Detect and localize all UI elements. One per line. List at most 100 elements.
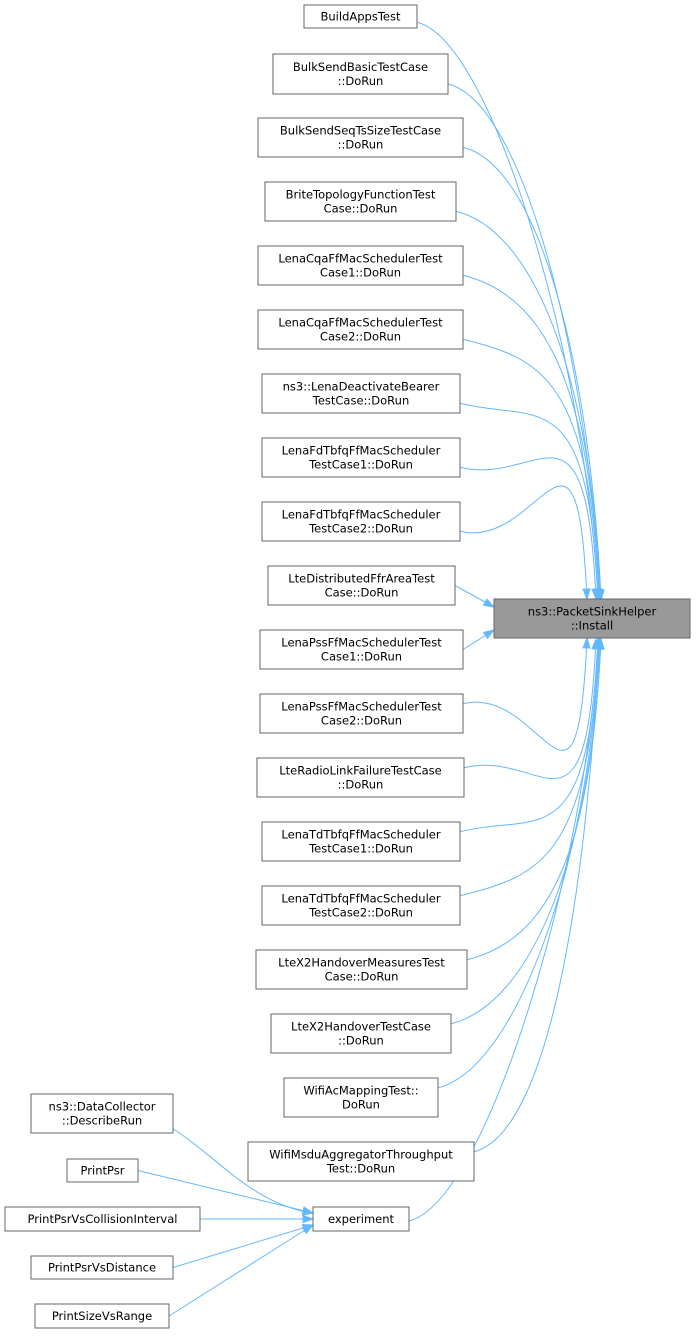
edge-line [416, 21, 599, 601]
node-label: LteX2HandoverMeasuresTest [278, 956, 445, 970]
node-box [256, 757, 465, 798]
node-box [34, 1303, 170, 1329]
node-printpsrcollision[interactable]: PrintPsrVsCollisionInterval [4, 1206, 201, 1232]
node-label: LenaFdTbfqFfMacScheduler [282, 444, 441, 458]
node-box [261, 885, 461, 926]
arrowhead-icon [482, 629, 496, 640]
node-experiment[interactable]: experiment [312, 1206, 410, 1232]
node-label: LteX2HandoverTestCase [291, 1020, 431, 1034]
node-box [259, 629, 464, 670]
node-label: LenaPssFfMacSchedulerTest [281, 636, 442, 650]
node-box [257, 117, 464, 158]
node-ltex2handover[interactable]: LteX2HandoverTestCase::DoRun [270, 1013, 452, 1054]
node-box [272, 53, 449, 95]
node-label: Case1::DoRun [320, 266, 401, 280]
node-box [257, 245, 464, 286]
edge-printpsrcollision [200, 1214, 315, 1224]
node-label: TestCase2::DoRun [308, 522, 413, 536]
node-wifiacmapping[interactable]: WifiAcMappingTest::DoRun [283, 1077, 439, 1118]
edge-line [455, 210, 602, 601]
node-printsizerange[interactable]: PrintSizeVsRange [34, 1303, 170, 1329]
edge-line [462, 338, 600, 600]
node-label: PrintSizeVsRange [52, 1309, 152, 1323]
edge-ltedistffr [454, 585, 496, 608]
node-label: ::DoRun [338, 1034, 384, 1048]
node-label: Test::DoRun [326, 1162, 395, 1176]
edge-line [459, 402, 599, 601]
node-label: PrintPsrVsDistance [48, 1261, 156, 1275]
node-bulksendseqts[interactable]: BulkSendSeqTsSizeTestCase::DoRun [257, 117, 464, 158]
node-box [247, 1141, 475, 1182]
node-label: LteRadioLinkFailureTestCase [279, 764, 441, 778]
edge-line [473, 638, 600, 1153]
node-printpsrdistance[interactable]: PrintPsrVsDistance [30, 1255, 174, 1280]
node-box [283, 1077, 439, 1118]
edge-line [459, 638, 599, 833]
node-label: Case::DoRun [325, 970, 399, 984]
edge-line [408, 638, 599, 1222]
node-box [493, 598, 691, 639]
call-graph-edges [137, 21, 605, 1317]
arrowhead-icon [582, 636, 591, 649]
arrowhead-icon [482, 598, 496, 608]
arrowhead-icon [301, 1224, 315, 1235]
node-datacollector[interactable]: ns3::DataCollector::DescribeRun [30, 1093, 174, 1134]
node-box [257, 309, 464, 350]
arrowhead-icon [591, 588, 600, 601]
edge-line [172, 1224, 314, 1268]
node-bulksendbasic[interactable]: BulkSendBasicTestCase::DoRun [272, 53, 449, 95]
node-label: TestCase2::DoRun [308, 906, 413, 920]
node-label: LenaTdTbfqFfMacScheduler [281, 892, 440, 906]
edge-lenacqa2 [462, 338, 603, 601]
arrowhead-icon [301, 1206, 315, 1215]
node-box [261, 437, 461, 478]
edge-line [459, 485, 588, 600]
call-graph-nodes: ns3::PacketSinkHelper::Install BuildAppsT… [4, 4, 691, 1329]
edge-printsizerange [168, 1224, 315, 1317]
node-box [312, 1206, 410, 1232]
node-label: ns3::DataCollector [49, 1100, 156, 1114]
edge-lenapss2 [462, 636, 591, 751]
node-label: Case2::DoRun [320, 330, 401, 344]
node-box [261, 501, 461, 542]
node-label: Case::DoRun [324, 202, 398, 216]
node-lteradiolink[interactable]: LteRadioLinkFailureTestCase::DoRun [256, 757, 465, 798]
node-label: ::DoRun [338, 778, 384, 792]
edge-lenacqa1 [462, 274, 604, 602]
node-install[interactable]: ns3::PacketSinkHelper::Install [493, 598, 691, 639]
edge-printpsr [137, 1170, 315, 1215]
node-label: TestCase1::DoRun [308, 458, 413, 472]
node-box [261, 821, 461, 862]
node-label: PrintPsrVsCollisionInterval [28, 1212, 178, 1226]
node-box [261, 373, 461, 414]
node-label: LenaTdTbfqFfMacScheduler [281, 828, 440, 842]
node-label: BuildAppsTest [321, 10, 401, 24]
edge-experiment [408, 637, 602, 1222]
node-box [4, 1206, 201, 1232]
edge-lenatdtbfq1 [459, 637, 602, 833]
node-buildappstest[interactable]: BuildAppsTest [303, 4, 418, 29]
node-label: LteDistributedFfrAreaTest [288, 572, 435, 586]
node-label: ::DescribeRun [62, 1114, 142, 1128]
node-label: ns3::PacketSinkHelper [528, 605, 657, 619]
arrowhead-icon [302, 1214, 315, 1224]
arrowhead-icon [593, 637, 602, 650]
edge-line [437, 638, 601, 1089]
node-label: BulkSendBasicTestCase [293, 60, 428, 74]
node-printpsr[interactable]: PrintPsr [66, 1158, 139, 1183]
arrowhead-icon [582, 588, 591, 601]
